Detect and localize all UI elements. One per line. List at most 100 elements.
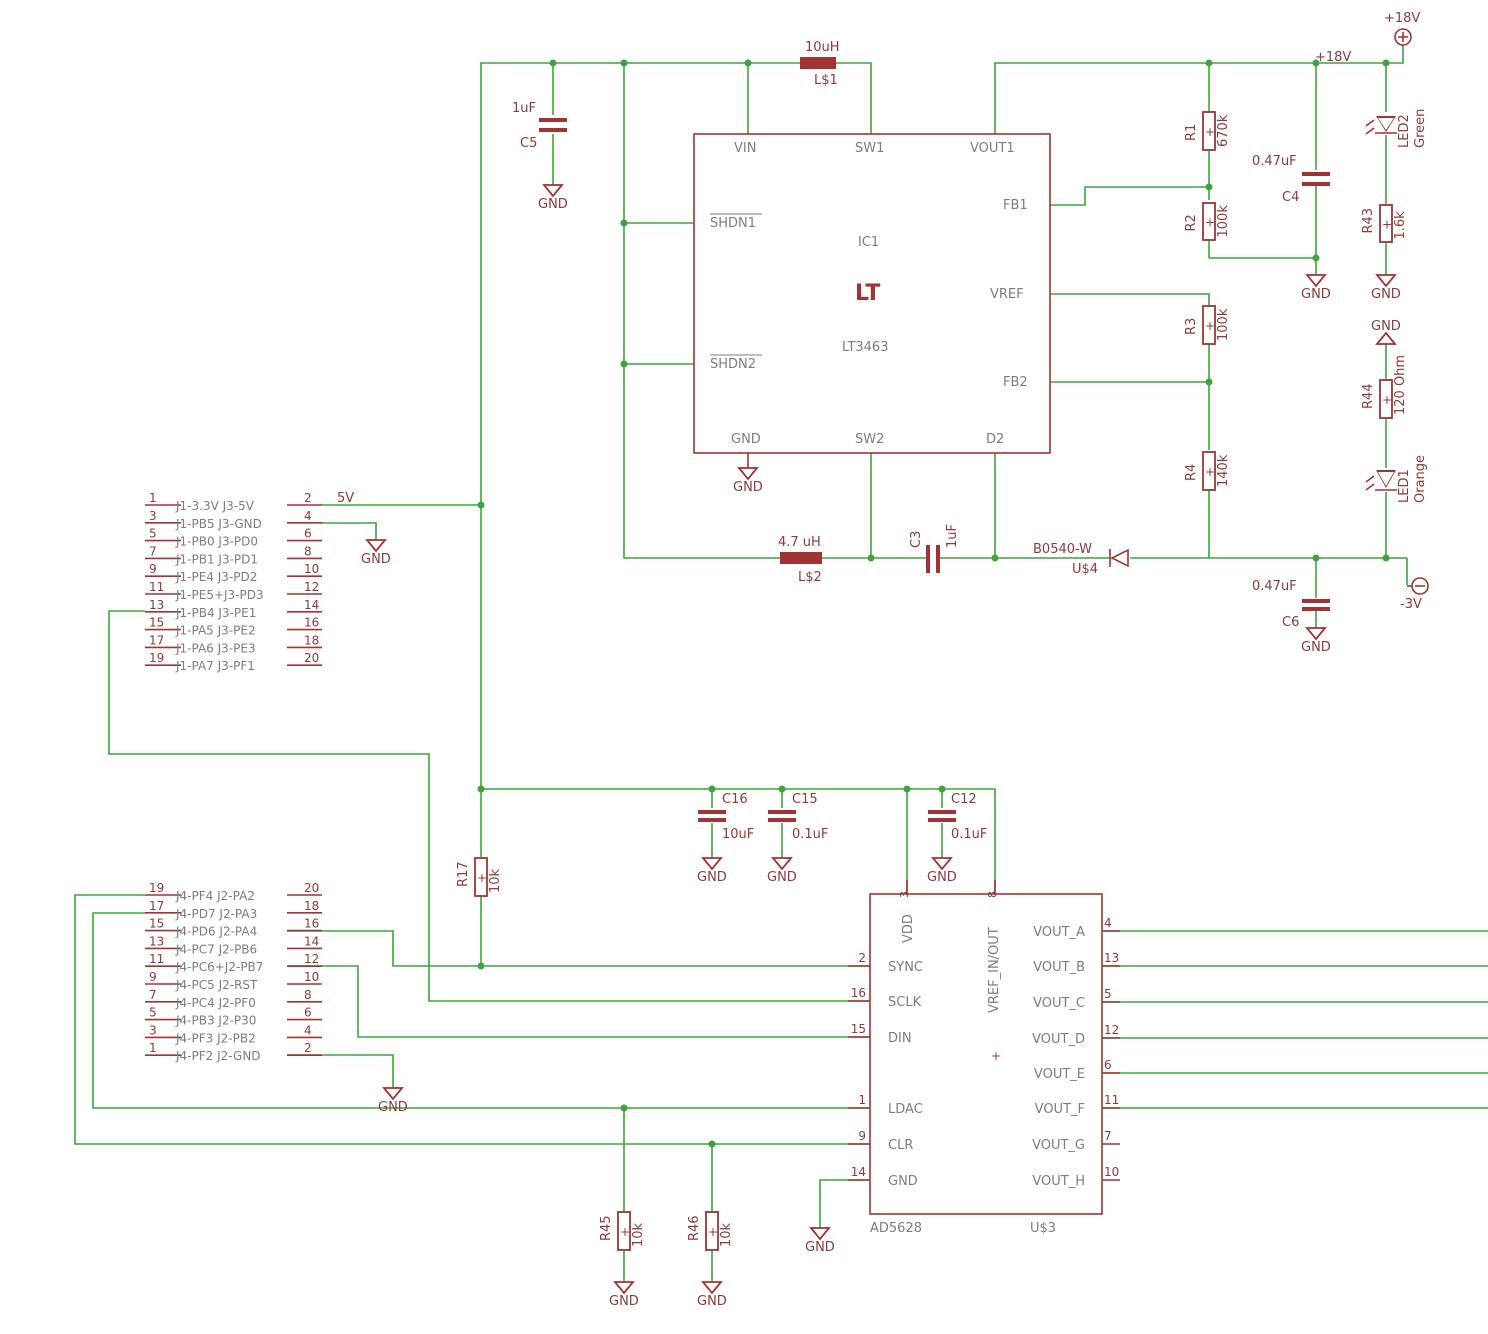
gnd-label: GND [538, 197, 568, 212]
header-pin-name: J4-PB3 J2-P30 [175, 1014, 256, 1028]
led2-value: Green [1413, 109, 1428, 148]
header-pin-left-num: 11 [149, 580, 164, 594]
header-pin-right-num: 14 [304, 598, 319, 612]
ic1-lt3463[interactable]: VIN SW1 VOUT1 SHDN1 FB1 IC1 LT VREF LT34… [693, 133, 1051, 468]
dac-pin-num: 15 [851, 1022, 866, 1036]
dac-pin-name: SCLK [888, 995, 922, 1010]
net-5v-label: 5V [337, 491, 354, 506]
plus18v-label: +18V [1384, 11, 1420, 26]
dac-ad5628[interactable]: VDD VREF_IN/OUT 3 8 2SYNC16SCLK15DIN1LDA… [848, 880, 1120, 1236]
gnd-symbol: GND [1301, 274, 1331, 302]
gnd-label: GND [1301, 640, 1331, 655]
dac-pin-num: 16 [851, 986, 866, 1000]
header-pin-left-num: 9 [149, 970, 157, 984]
capacitor-c4[interactable]: 0.47uF C4 [1252, 154, 1330, 205]
dac-pin-name: CLR [888, 1138, 913, 1153]
gnd-label: GND [378, 1100, 408, 1115]
svg-text:+: + [1382, 393, 1392, 407]
capacitor-c15[interactable]: C15 0.1uF [768, 792, 828, 842]
led2-ref: LED2 [1397, 114, 1412, 148]
header-pin-right-num: 20 [304, 881, 319, 895]
ic1-pin-gnd: GND [731, 432, 761, 447]
header-pin-left-num: 15 [149, 917, 164, 931]
header-pin-name: J1-3.3V J3-5V [175, 499, 255, 513]
r1-value: 670k [1216, 114, 1231, 147]
c16-ref: C16 [722, 792, 748, 807]
capacitor-c3[interactable]: C3 1uF [909, 524, 960, 573]
header-pin-left-num: 5 [149, 527, 157, 541]
ic1-pin-sw1: SW1 [855, 141, 884, 156]
header-pin-name: J1-PB1 J3-PD1 [175, 552, 258, 566]
header-pin-name: J1-PE4 J3-PD2 [175, 570, 257, 584]
gnd-symbol: GND [609, 1281, 639, 1309]
inductor-l1[interactable]: 10uH L$1 [800, 40, 840, 88]
led1-ref: LED1 [1397, 469, 1412, 503]
header-pin-right-num: 4 [304, 1023, 312, 1037]
led2-green[interactable]: LED2 Green [1365, 109, 1428, 148]
junction-dots [477, 59, 1390, 1148]
capacitor-c6[interactable]: 0.47uF C6 [1252, 579, 1330, 630]
header-pin-right-num: 8 [304, 988, 312, 1002]
header-pin-left-num: 11 [149, 952, 164, 966]
header-pin-left-num: 1 [149, 1041, 157, 1055]
diode-ref: U$4 [1072, 562, 1098, 577]
r4-ref: R4 [1184, 464, 1199, 481]
svg-text:+: + [1205, 319, 1215, 333]
led1-orange[interactable]: LED1 Orange [1365, 455, 1428, 503]
inductor-l2[interactable]: 4.7 uH L$2 [778, 535, 822, 585]
ic1-pin-fb1: FB1 [1003, 198, 1028, 213]
gnd-label: GND [767, 870, 797, 885]
diode-b0540[interactable]: B0540-W U$4 [1033, 542, 1129, 577]
ic1-pin-vout1: VOUT1 [970, 141, 1015, 156]
dac-pin-num: 4 [1104, 916, 1112, 930]
capacitor-c12[interactable]: C12 0.1uF [928, 792, 987, 842]
capacitor-c16[interactable]: C16 10uF [698, 792, 754, 842]
capacitor-c5[interactable]: 1uF C5 [512, 101, 567, 151]
